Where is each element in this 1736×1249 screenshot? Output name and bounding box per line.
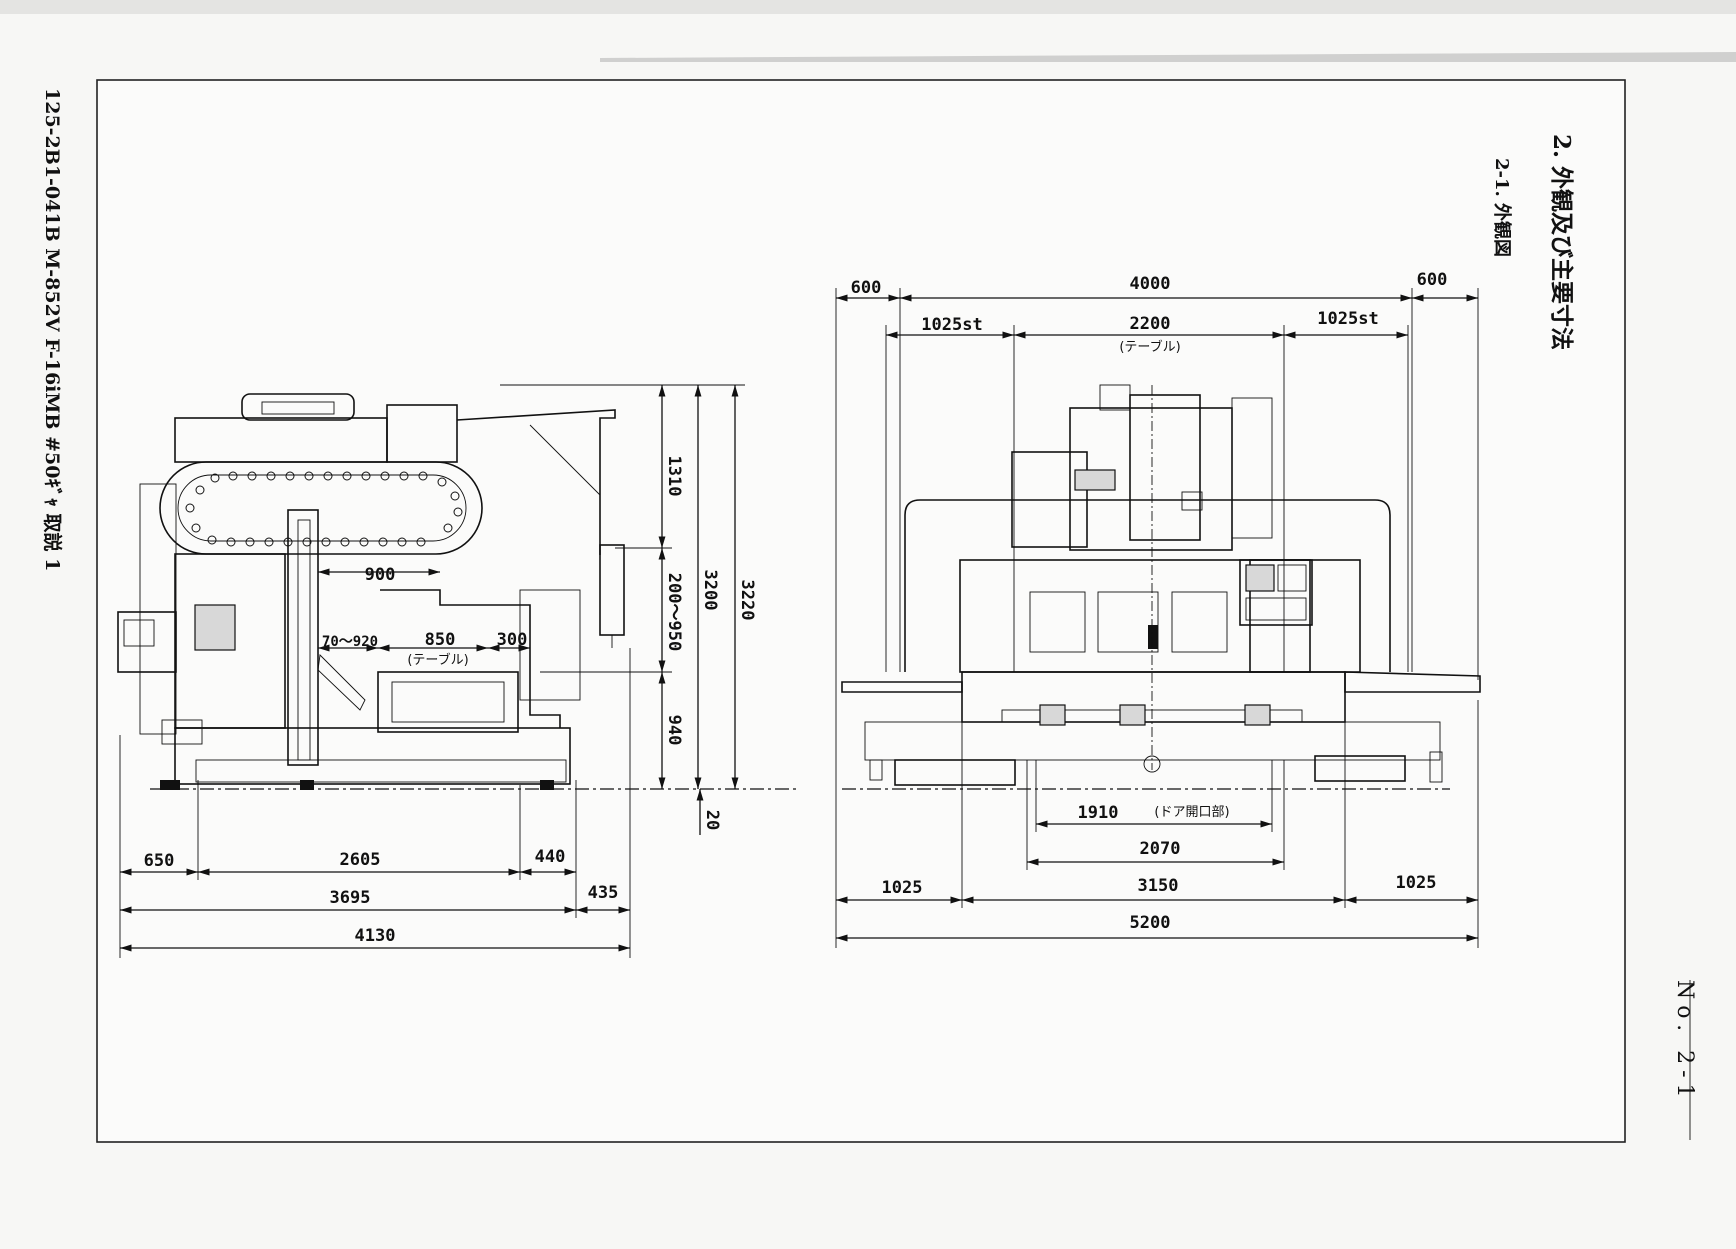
dim-1910: 1910 xyxy=(1078,803,1119,823)
front-table-label: (テーブル) xyxy=(1119,339,1180,355)
subsection-title: 2-1. 外観図 xyxy=(1491,158,1513,257)
dim-600-right: 600 xyxy=(1417,270,1448,290)
dim-435: 435 xyxy=(588,883,619,903)
dim-900: 900 xyxy=(365,565,396,585)
side-table-label: (テーブル) xyxy=(407,652,468,668)
dim-200-950: 200～950 xyxy=(664,573,684,651)
dim-3200: 3200 xyxy=(700,570,720,611)
scan-shadow xyxy=(600,52,1736,62)
scan-edge-top xyxy=(0,0,1736,14)
dim-650: 650 xyxy=(144,851,175,871)
front-view-dimension-lines xyxy=(835,288,1479,948)
dim-70-920: 70～920 xyxy=(322,634,378,650)
dim-1025st-left: 1025st xyxy=(921,315,982,335)
dim-850: 850 xyxy=(425,630,456,650)
dim-3220: 3220 xyxy=(737,580,757,621)
dim-20: 20 xyxy=(702,810,722,830)
document-code: 125-2B1-041B M-852V F-16iMB #50ｷﾞｬ 取説 1 xyxy=(41,88,64,571)
dim-2605: 2605 xyxy=(340,850,381,870)
side-view-dimension-lines xyxy=(119,384,745,958)
side-view-machine xyxy=(117,393,800,790)
page-frame xyxy=(96,79,1626,1143)
dim-2200: 2200 xyxy=(1130,314,1171,334)
dim-440: 440 xyxy=(535,847,566,867)
front-view-machine xyxy=(841,384,1481,790)
dim-1310: 1310 xyxy=(664,456,684,497)
dim-940: 940 xyxy=(664,715,684,746)
dim-1025-right: 1025 xyxy=(1396,873,1437,893)
door-opening-label: (ドア開口部) xyxy=(1154,805,1229,820)
dim-5200: 5200 xyxy=(1130,913,1171,933)
dim-4000: 4000 xyxy=(1130,274,1171,294)
dim-4130: 4130 xyxy=(355,926,396,946)
dim-2070: 2070 xyxy=(1140,839,1181,859)
dim-300: 300 xyxy=(497,630,528,650)
dim-3150: 3150 xyxy=(1138,876,1179,896)
dim-1025st-right: 1025st xyxy=(1317,309,1378,329)
dim-600-left: 600 xyxy=(851,278,882,298)
page-number: No. 2-1 xyxy=(1672,980,1697,1104)
dim-1025-left: 1025 xyxy=(882,878,923,898)
section-title: 2. 外観及び主要寸法 xyxy=(1548,134,1575,350)
dim-3695: 3695 xyxy=(330,888,371,908)
